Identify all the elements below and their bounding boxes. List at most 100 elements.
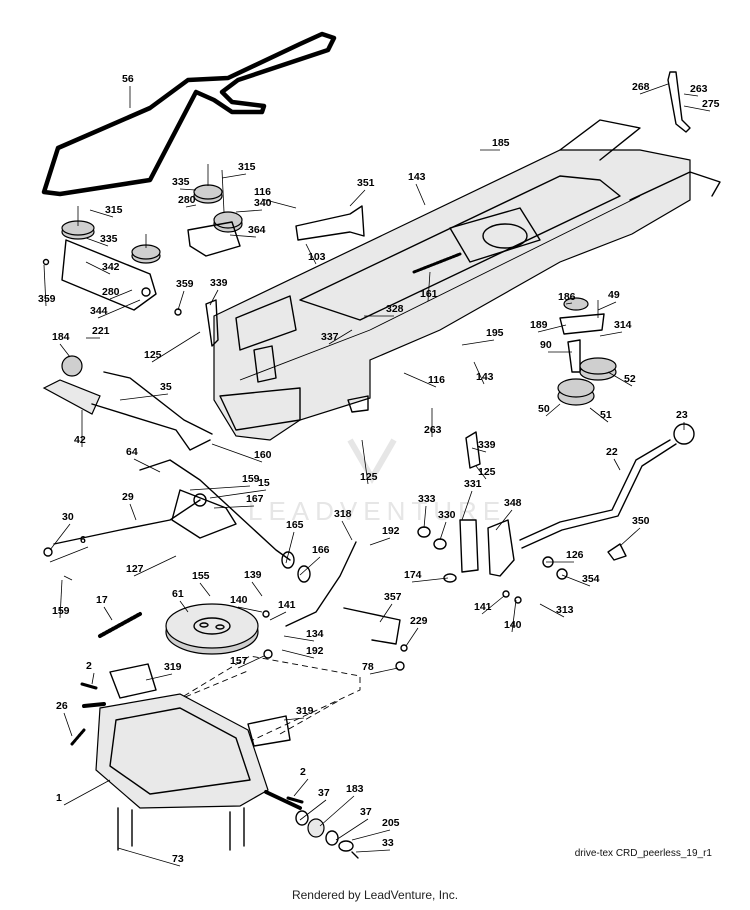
callout-part-number: 6 [80, 534, 86, 546]
callout-leader-line [221, 173, 247, 179]
watermark-text: LEADVENTURE [248, 496, 506, 526]
callout-part-number: 313 [556, 604, 574, 616]
fastener-139 [262, 610, 270, 618]
callout-leader-line [439, 521, 447, 541]
callout-leader-line [495, 509, 513, 531]
callout-leader-line [511, 599, 517, 633]
pulleys-right [557, 297, 617, 406]
callout-part-number: 26 [56, 700, 68, 712]
callout-part-number: 103 [308, 251, 326, 263]
callout-part-number: 359 [38, 293, 56, 305]
callout-leader-line [185, 204, 197, 208]
callout-leader-line [283, 635, 315, 642]
callout-leader-line [683, 105, 711, 112]
callout-leader-line [461, 339, 495, 346]
callout-leader-line [229, 234, 257, 238]
callout-leader-line [607, 371, 633, 387]
watermark-logo-icon [347, 438, 397, 484]
callout-part-number: 263 [424, 424, 442, 436]
drive-belt [41, 31, 337, 197]
fastener-157 [263, 649, 273, 659]
callout-part-number: 37 [360, 806, 372, 818]
callout-leader-line [151, 331, 201, 363]
callout-part-number: 1 [56, 792, 62, 804]
callout-part-number: 125 [478, 466, 496, 478]
callout-part-number: 183 [346, 783, 364, 795]
callout-part-number: 167 [246, 493, 264, 505]
callout-part-number: 15 [258, 477, 270, 489]
callout-part-number: 143 [408, 171, 426, 183]
callout-leader-line [369, 667, 399, 675]
callout-part-number: 192 [306, 645, 324, 657]
alignment-lines [183, 655, 361, 747]
callout-leader-line [427, 271, 431, 302]
callout-part-number: 125 [360, 471, 378, 483]
callout-part-number: 56 [122, 73, 134, 85]
callout-part-number: 186 [558, 291, 576, 303]
footer-credit: Rendered by LeadVenture, Inc. [291, 888, 459, 902]
callout-leader-line [209, 289, 219, 306]
callout-leader-line [145, 673, 173, 681]
callout-part-number: 339 [478, 439, 496, 451]
callout-leader-line [597, 301, 617, 311]
callout-part-number: 141 [474, 601, 492, 613]
callout-leader-line [299, 799, 327, 821]
callout-part-number: 335 [172, 176, 190, 188]
callout-part-number: 78 [362, 661, 374, 673]
callout-part-number: 116 [428, 374, 445, 386]
callout-leader-line [351, 829, 391, 841]
callout-part-number: 221 [92, 325, 110, 337]
callout-leader-line [251, 581, 263, 597]
bracket-339-right [465, 431, 481, 469]
callout-leader-line [261, 198, 297, 209]
callout-part-number: 331 [464, 478, 482, 490]
callout-part-number: 333 [418, 493, 436, 505]
callout-part-number: 205 [382, 817, 400, 829]
callout-leader-line [423, 505, 427, 529]
callout-leader-line [199, 582, 211, 597]
rod-318 [285, 541, 357, 627]
callout-part-number: 359 [176, 278, 194, 290]
callout-part-number: 350 [632, 515, 650, 527]
callout-part-number: 192 [382, 525, 400, 537]
callout-leader-line [63, 779, 111, 806]
callout-part-number: 335 [100, 233, 118, 245]
callout-leader-line [211, 443, 263, 463]
callout-part-number: 140 [230, 594, 248, 606]
transaxle-pulley-61 [165, 603, 259, 655]
callout-part-number: 134 [306, 628, 324, 640]
idler-pulleys-left [42, 206, 182, 316]
callout-leader-line [639, 83, 669, 95]
lever-268 [667, 71, 691, 133]
callout-part-number: 143 [476, 371, 494, 383]
callout-leader-line [129, 503, 137, 521]
callout-part-number: 319 [296, 705, 314, 717]
callout-part-number: 90 [540, 339, 552, 351]
callout-part-number: 342 [102, 261, 120, 273]
callout-leader-line [475, 465, 487, 480]
callout-leader-line [599, 331, 623, 337]
callout-part-number: 159 [242, 473, 260, 485]
callout-part-number: 166 [312, 544, 330, 556]
callout-leader-line [63, 712, 73, 737]
callout-part-number: 2 [300, 766, 306, 778]
diagram-reference-code: drive-tex CRD_peerless_19_r1 [574, 848, 712, 859]
callout-part-number: 195 [486, 327, 504, 339]
callout-part-number: 344 [90, 305, 108, 317]
callout-leader-line [177, 290, 185, 311]
callout-leader-line [133, 458, 161, 473]
callout-part-number: 339 [210, 277, 228, 289]
callout-leader-line [189, 485, 251, 491]
callout-leader-line [341, 520, 353, 541]
callout-part-number: 29 [122, 491, 134, 503]
callout-part-number: 30 [62, 511, 74, 523]
callout-leader-line [369, 537, 391, 546]
callout-part-number: 354 [582, 573, 600, 585]
callout-leader-line [335, 818, 369, 841]
callout-leader-line [683, 93, 699, 97]
callout-part-number: 61 [172, 588, 184, 600]
callout-leader-line [179, 600, 189, 613]
callout-leader-line [355, 849, 391, 853]
callout-part-number: 73 [172, 853, 184, 865]
